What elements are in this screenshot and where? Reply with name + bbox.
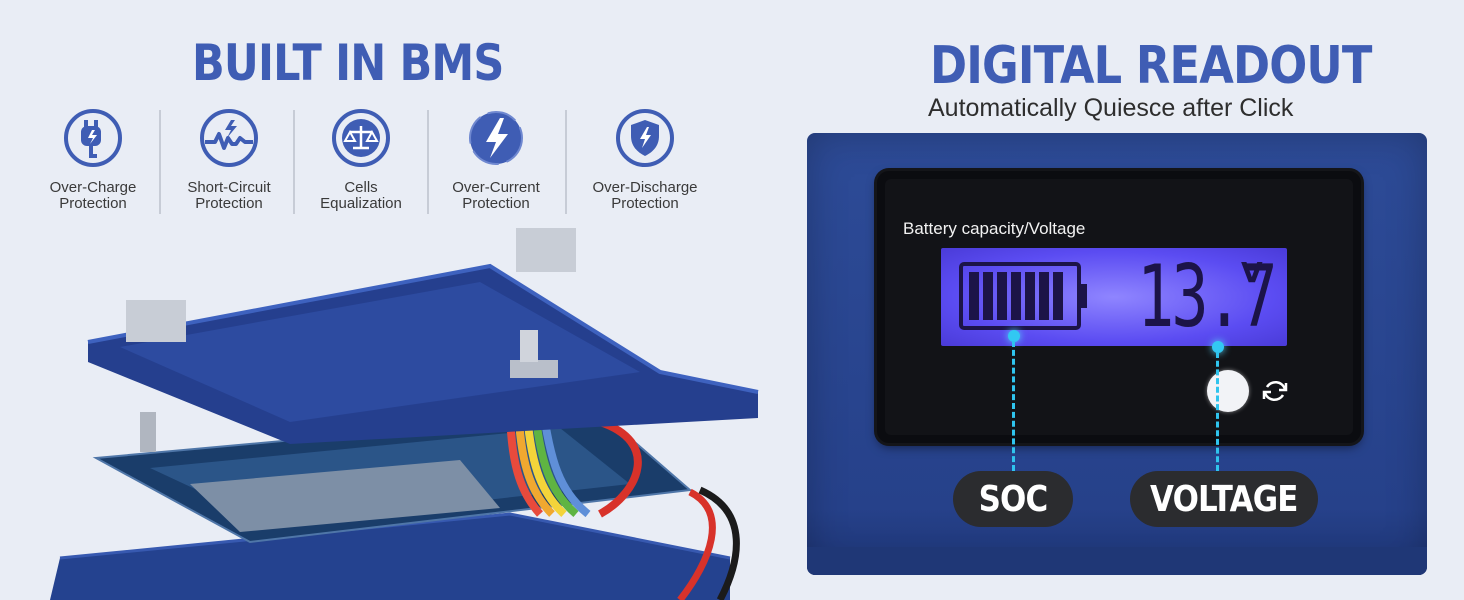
lcd-screen: 13.7 V [941, 248, 1287, 346]
bms-title: BUILT IN BMS [192, 34, 504, 92]
balance-scale-icon [332, 109, 390, 167]
voltage-value: 13.7 [1137, 247, 1277, 347]
feature-label-line: Cells [344, 179, 378, 196]
feature-over-current: Over-Current Protection [431, 108, 561, 212]
battery-bms-illustration [50, 228, 759, 600]
refresh-icon [1262, 380, 1288, 402]
feature-label: Over-Discharge Protection [580, 180, 710, 212]
display-button[interactable] [1207, 370, 1249, 412]
feature-cells-equalization: Cells Equalization [296, 108, 426, 212]
panel-bottom-band [807, 547, 1427, 575]
voltage-indicator-dot [1212, 341, 1224, 353]
voltage-leader-line [1216, 352, 1219, 471]
feature-over-discharge: Over-Discharge Protection [580, 108, 710, 212]
battery-level-icon [959, 262, 1087, 330]
readout-title: DIGITAL READOUT [930, 36, 1372, 96]
soc-leader-line [1012, 341, 1015, 471]
feature-label-line: Over-Charge [49, 179, 137, 196]
feature-label: Short-Circuit Protection [164, 180, 294, 212]
feature-label-line: Short-Circuit [187, 179, 271, 196]
divider [159, 110, 161, 214]
divider [293, 110, 295, 214]
divider [427, 110, 429, 214]
voltage-label-text: VOLTAGE [1150, 478, 1298, 520]
meter-display: Battery capacity/Voltage 13.7 V [877, 171, 1361, 443]
feature-label-line: Protection [611, 195, 679, 212]
voltage-label: VOLTAGE [1130, 471, 1318, 527]
feature-label-line: Protection [59, 195, 127, 212]
feature-label: Over-Charge Protection [28, 180, 158, 212]
plug-lightning-icon [64, 109, 122, 167]
soc-label-text: SOC [978, 478, 1049, 520]
divider [565, 110, 567, 214]
feature-label: Over-Current Protection [431, 180, 561, 212]
lightning-bolt-icon [469, 111, 523, 165]
bms-feature-list: Over-Charge Protection Short-Circuit Pro… [28, 108, 728, 218]
soc-indicator-dot [1008, 330, 1020, 342]
feature-label-line: Equalization [320, 195, 402, 212]
feature-label-line: Protection [462, 195, 530, 212]
feature-short-circuit: Short-Circuit Protection [164, 108, 294, 212]
feature-label-line: Protection [195, 195, 263, 212]
soc-label: SOC [953, 471, 1073, 527]
feature-label-line: Over-Discharge [592, 179, 698, 196]
pulse-bolt-icon [200, 109, 258, 167]
voltage-unit: V [1241, 256, 1263, 289]
battery-panel: Battery capacity/Voltage 13.7 V [807, 133, 1427, 575]
display-caption: Battery capacity/Voltage [903, 219, 1086, 238]
feature-over-charge: Over-Charge Protection [28, 108, 158, 212]
shield-bolt-icon [616, 109, 674, 167]
readout-subtitle: Automatically Quiesce after Click [928, 94, 1294, 122]
feature-label-line: Over-Current [452, 179, 540, 196]
feature-label: Cells Equalization [296, 180, 426, 212]
